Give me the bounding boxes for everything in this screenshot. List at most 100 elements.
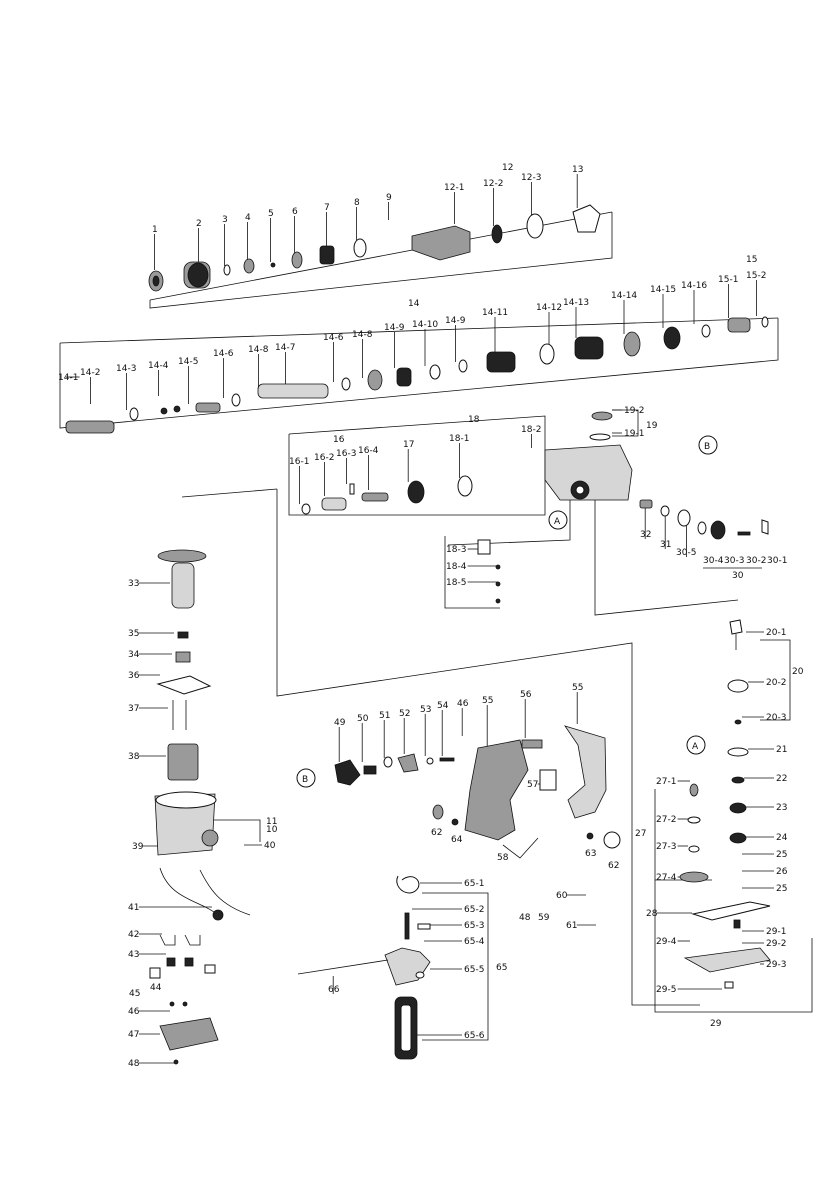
part-label: 55 [572, 683, 583, 693]
part-label: 65-6 [464, 1031, 485, 1041]
part-label: 20-1 [766, 628, 786, 638]
part-label: 14-6 [213, 349, 234, 359]
part-label: 65-4 [464, 937, 485, 947]
part-label: 40 [264, 841, 276, 851]
part-label: 26 [776, 867, 788, 877]
part-label: 23 [776, 803, 787, 813]
part-label: 20-3 [766, 713, 786, 723]
part-label: 66 [328, 985, 340, 995]
part-label: 15 [746, 255, 757, 265]
part-label: 45 [129, 989, 140, 999]
part-label: 53 [420, 705, 431, 715]
part-label: 39 [132, 842, 144, 852]
part-label: 12-1 [444, 183, 464, 193]
callout-a-right: A [692, 742, 699, 752]
part-label: 14-9 [384, 323, 405, 333]
part-label: 50 [357, 714, 369, 724]
part-label: 51 [379, 711, 390, 721]
part-label: 14-11 [482, 308, 508, 318]
part-label: 65-3 [464, 921, 484, 931]
part-label: 38 [128, 752, 140, 762]
part-label: 36 [128, 671, 140, 681]
part-label: 1 [152, 225, 158, 235]
part-label: 8 [354, 198, 360, 208]
part-label: 9 [386, 193, 392, 203]
part-label: 34 [128, 650, 140, 660]
part-label: 65-1 [464, 879, 484, 889]
part-label: 58 [497, 853, 509, 863]
part-label: 12-3 [521, 173, 541, 183]
part-label: 27-1 [656, 777, 676, 787]
part-label: 19 [646, 421, 658, 431]
part-label: 46 [457, 699, 469, 709]
part-label: 57 [527, 780, 538, 790]
part-label: 24 [776, 833, 788, 843]
part-label: 59 [538, 913, 550, 923]
part-label: 65-5 [464, 965, 484, 975]
part-label: 30-5 [676, 548, 696, 558]
part-label: 52 [399, 709, 410, 719]
part-label: 42 [128, 930, 139, 940]
part-label: 29 [710, 1019, 722, 1029]
part-label: 62 [431, 828, 442, 838]
part-label: 30 [732, 571, 744, 581]
part-label: 16-3 [336, 449, 356, 459]
part-label: 54 [437, 701, 449, 711]
part-label: 18 [468, 415, 480, 425]
part-label: 17 [403, 440, 414, 450]
part-label: 30-4 [703, 556, 724, 566]
part-label: 14-16 [681, 281, 707, 291]
part-label: 28 [646, 909, 658, 919]
part-label: 47 [128, 1030, 139, 1040]
part-label: 43 [128, 950, 139, 960]
part-label: 14-5 [178, 357, 198, 367]
part-label: 30-1 [767, 556, 787, 566]
part-label: 48 [128, 1059, 140, 1069]
part-label: 6 [292, 207, 298, 217]
part-label: 14-15 [650, 285, 676, 295]
part-label: 19-2 [624, 406, 644, 416]
part-label: 19-1 [624, 429, 644, 439]
part-label: 14-13 [563, 298, 589, 308]
part-label: 14-10 [412, 320, 438, 330]
part-label: 62 [608, 861, 619, 871]
part-label: 60 [556, 891, 568, 901]
part-label: 41 [128, 903, 139, 913]
callout-markers: B A B A [296, 435, 718, 788]
part-label: 20-2 [766, 678, 786, 688]
part-label: 18-1 [449, 434, 469, 444]
part-label: 18-3 [446, 545, 466, 555]
part-label: 29-5 [656, 985, 676, 995]
part-label: 14-9 [445, 316, 466, 326]
part-label: 31 [660, 540, 671, 550]
part-label: 27-4 [656, 873, 677, 883]
part-label: 15-1 [718, 275, 738, 285]
part-label: 2 [196, 219, 202, 229]
part-label: 10 [266, 825, 278, 835]
part-label: 27-3 [656, 842, 676, 852]
part-label: 29-4 [656, 937, 677, 947]
part-label: 18-2 [521, 425, 541, 435]
part-label: 18-5 [446, 578, 466, 588]
part-label: 14-8 [248, 345, 269, 355]
part-label: 15-2 [746, 271, 766, 281]
part-label: 35 [128, 629, 139, 639]
part-label: 44 [150, 983, 162, 993]
part-label: 22 [776, 774, 787, 784]
part-label: 16-1 [289, 457, 309, 467]
part-label: 11 [266, 817, 277, 827]
part-label: 29-2 [766, 939, 786, 949]
part-label: 5 [268, 209, 274, 219]
leader-lines [66, 174, 774, 1064]
part-label: 30-3 [724, 556, 744, 566]
part-label: 14-2 [80, 368, 100, 378]
part-label: 61 [566, 921, 577, 931]
part-label: 55 [482, 696, 493, 706]
part-label: 21 [776, 745, 787, 755]
part-label: 12 [502, 163, 513, 173]
part-label: 13 [572, 165, 583, 175]
callout-b-top: B [704, 442, 710, 452]
part-label: 20 [792, 667, 804, 677]
